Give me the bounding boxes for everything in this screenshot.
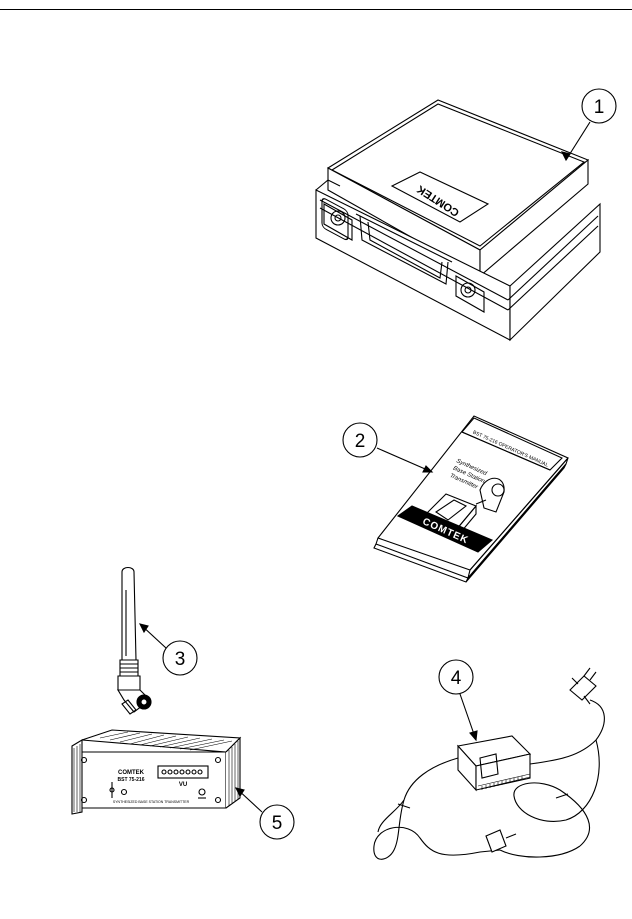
- callout-3: 3: [138, 623, 198, 676]
- transmitter-brand: COMTEK: [118, 770, 145, 776]
- callout-2: 2: [342, 422, 434, 473]
- callout-5-label: 5: [272, 813, 283, 834]
- callout-5: 5: [234, 787, 295, 840]
- transmitter-drawing: COMTEK BST 75-216 VU SYNTHESIZED BASE ST…: [71, 729, 242, 815]
- antenna-drawing: [117, 566, 152, 715]
- power-supply-drawing: [373, 667, 605, 860]
- operators-manual-drawing: BST 75-216 OPERATOR'S MANUAL Synthesized…: [373, 415, 569, 583]
- transmitter-bottom-text: SYNTHESIZED BASE STATION TRANSMITTER: [113, 800, 190, 804]
- callout-3-label: 3: [175, 649, 186, 670]
- callout-4: 4: [438, 659, 478, 742]
- callout-1-label: 1: [594, 97, 605, 118]
- vu-label: VU: [179, 782, 187, 788]
- top-rule: [0, 9, 632, 10]
- callout-1: 1: [560, 88, 617, 162]
- callout-2-label: 2: [355, 431, 366, 452]
- carrying-case-drawing: COMTEK: [315, 99, 601, 342]
- transmitter-model: BST 75-216: [118, 777, 145, 783]
- callout-4-label: 4: [451, 668, 462, 689]
